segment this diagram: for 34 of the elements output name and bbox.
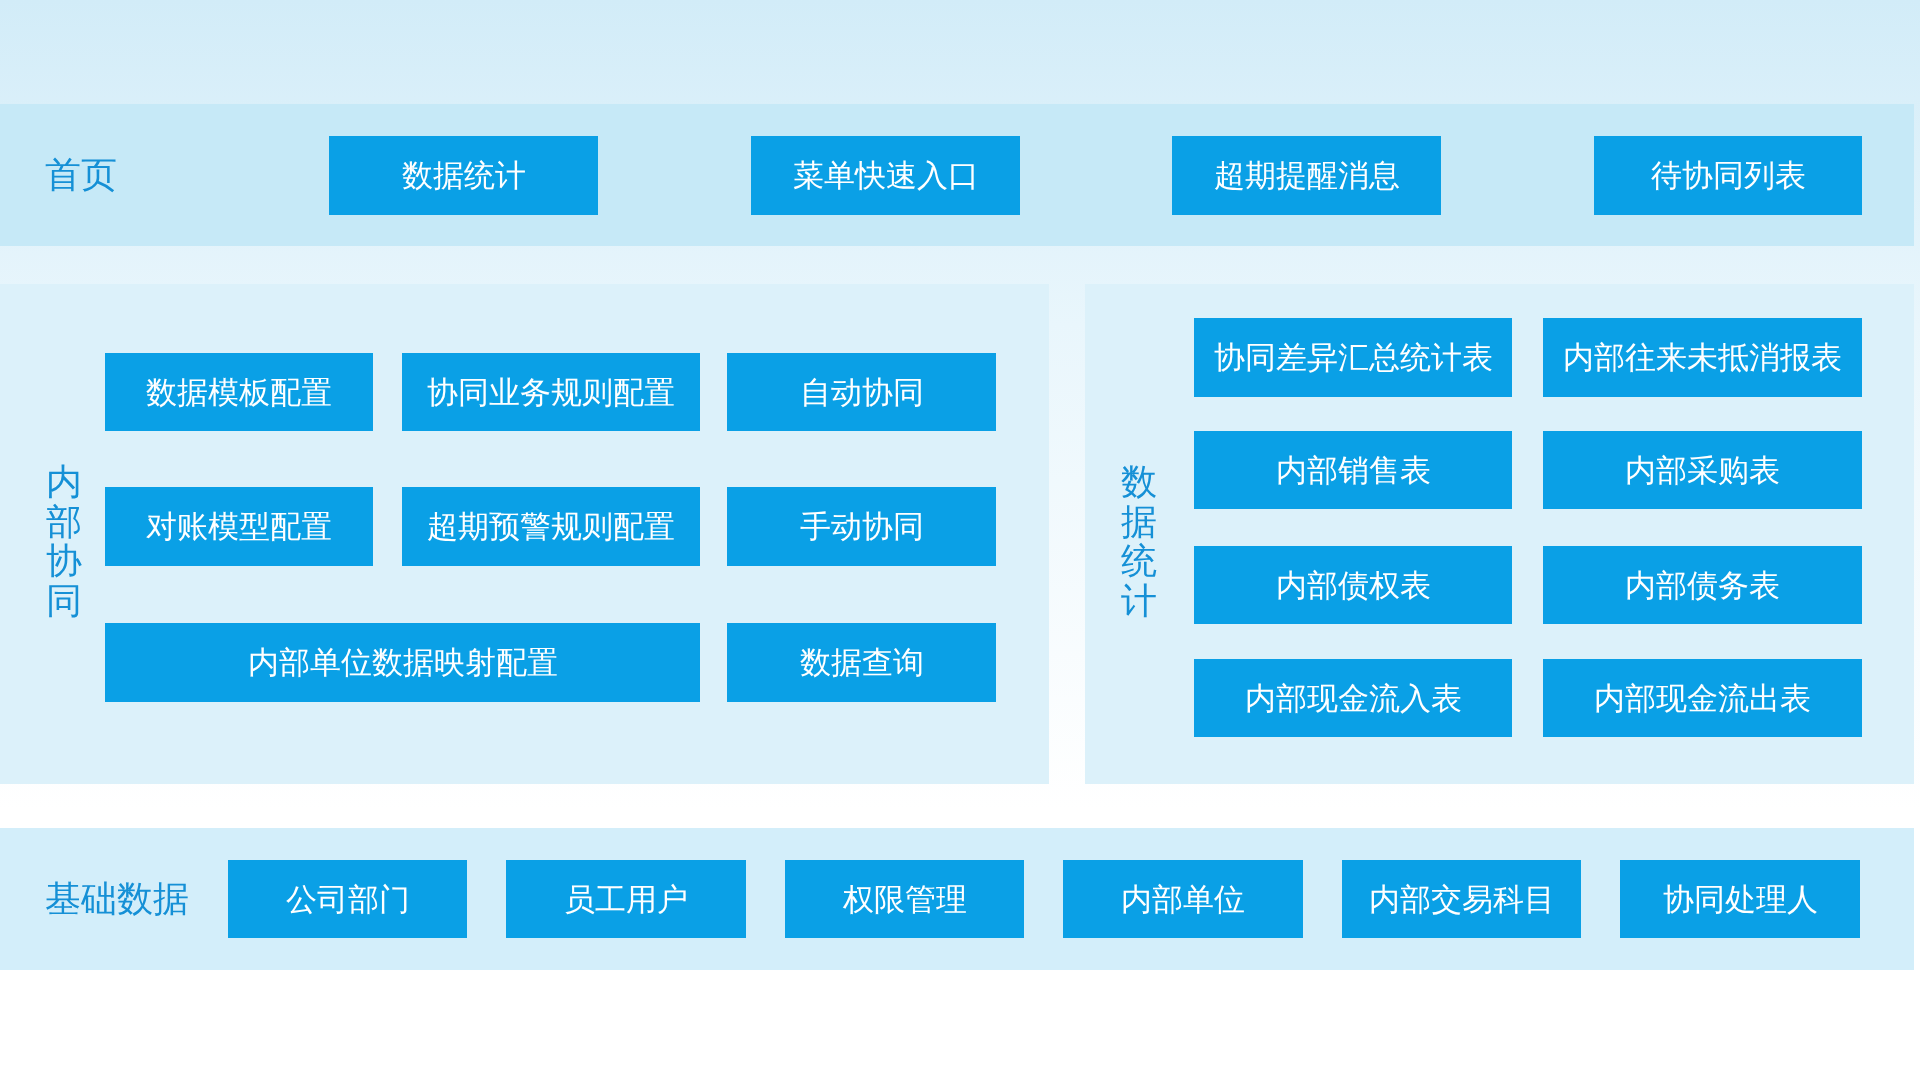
module-box: 内部债权表 [1194,546,1512,624]
section-band [0,828,1914,970]
section-panel [0,284,1049,784]
module-box: 内部交易科目 [1342,860,1581,938]
section-heading: 基础数据 [45,877,189,921]
module-box: 超期预警规则配置 [402,487,700,566]
module-box: 协同业务规则配置 [402,353,700,431]
module-box: 内部单位 [1063,860,1303,938]
module-box: 菜单快速入口 [751,136,1020,215]
module-box: 权限管理 [785,860,1024,938]
module-box: 超期提醒消息 [1172,136,1441,215]
module-box: 对账模型配置 [105,487,373,566]
section-band [0,104,1914,246]
module-box: 员工用户 [506,860,746,938]
module-box: 内部销售表 [1194,431,1512,509]
module-box: 内部债务表 [1543,546,1862,624]
module-box: 内部单位数据映射配置 [105,623,700,702]
module-box: 内部采购表 [1543,431,1862,509]
module-box: 内部现金流入表 [1194,659,1512,737]
module-box: 手动协同 [727,487,996,566]
section-heading: 数据统计 [1121,462,1157,621]
module-box: 数据查询 [727,623,996,702]
module-box: 数据统计 [329,136,598,215]
module-box: 自动协同 [727,353,996,431]
module-box: 协同差异汇总统计表 [1194,318,1512,397]
module-box: 数据模板配置 [105,353,373,431]
section-heading: 内部协同 [46,462,82,621]
module-box: 待协同列表 [1594,136,1862,215]
section-heading: 首页 [45,153,117,197]
section-panel [1085,284,1914,784]
module-box: 公司部门 [228,860,467,938]
module-box: 内部现金流出表 [1543,659,1862,737]
module-box: 协同处理人 [1620,860,1860,938]
module-box: 内部往来未抵消报表 [1543,318,1862,397]
